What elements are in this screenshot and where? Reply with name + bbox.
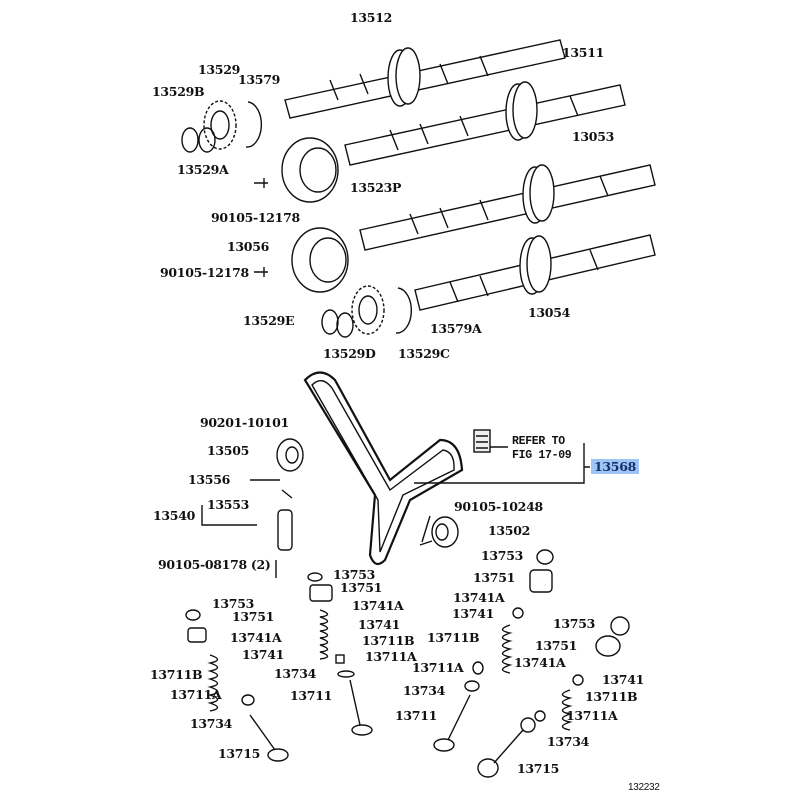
part-label[interactable]: 13711B (150, 667, 203, 682)
part-label[interactable]: 13502 (488, 523, 530, 538)
part-label[interactable]: 13751 (535, 638, 577, 653)
pulley-13523P (281, 137, 339, 203)
part-label-selected[interactable]: 13568 (591, 459, 639, 474)
part-label[interactable]: 13711B (585, 689, 638, 704)
pulley-13056 (291, 227, 349, 293)
part-label[interactable]: 13529D (323, 346, 376, 361)
part-label[interactable]: 13711A (566, 708, 618, 723)
part-label[interactable]: 13741A (230, 630, 282, 645)
valve-assembly-left (185, 609, 289, 762)
part-label[interactable]: 13734 (190, 716, 232, 731)
camshaft-13511 (344, 81, 626, 166)
leader-13568 (414, 443, 590, 484)
valve-assembly-right-lower (477, 616, 630, 778)
part-label[interactable]: 13711B (362, 633, 415, 648)
camshaft-13054 (414, 234, 656, 311)
idler-13502 (419, 515, 459, 548)
bolts (254, 178, 268, 277)
part-label[interactable]: 13529C (398, 346, 450, 361)
part-label[interactable]: 13734 (547, 734, 589, 749)
camshaft-13053 (359, 164, 656, 251)
part-label[interactable]: 13753 (553, 616, 595, 631)
part-label[interactable]: 13741A (352, 598, 404, 613)
camshaft-13512 (284, 39, 566, 119)
part-label[interactable]: 90105-08178 (2) (158, 557, 271, 572)
part-label[interactable]: 13711A (412, 660, 464, 675)
part-label[interactable]: 13529A (177, 162, 229, 177)
part-label[interactable]: 13529B (152, 84, 205, 99)
part-label[interactable]: 13505 (207, 443, 249, 458)
part-label[interactable]: 13751 (232, 609, 274, 624)
sprocket-13529 (181, 100, 263, 153)
part-label[interactable]: 13734 (403, 683, 445, 698)
part-label[interactable]: 13579 (238, 72, 280, 87)
part-label[interactable]: 13053 (572, 129, 614, 144)
part-label[interactable]: 13711 (290, 688, 332, 703)
part-label[interactable]: 13711 (395, 708, 437, 723)
part-label[interactable]: 13579A (430, 321, 482, 336)
part-label[interactable]: 13529 (198, 62, 240, 77)
part-label[interactable]: 13512 (350, 10, 392, 25)
part-label[interactable]: 90201-10101 (200, 415, 289, 430)
part-label[interactable]: 13529E (243, 313, 295, 328)
part-label[interactable]: 13741A (514, 655, 566, 670)
part-label[interactable]: 13741 (358, 617, 400, 632)
part-label[interactable]: 13511 (562, 45, 604, 60)
part-label[interactable]: 13711A (365, 649, 417, 664)
part-label[interactable]: 13753 (481, 548, 523, 563)
part-label[interactable]: 13540 (153, 508, 195, 523)
part-label[interactable]: 13556 (188, 472, 230, 487)
part-label[interactable]: 13734 (274, 666, 316, 681)
sprocket-13529D (321, 285, 413, 338)
tensioner-13505 (201, 438, 304, 578)
part-label[interactable]: 13753 (333, 567, 375, 582)
part-label[interactable]: 90105-12178 (211, 210, 300, 225)
part-label[interactable]: 13751 (340, 580, 382, 595)
part-label[interactable]: 13553 (207, 497, 249, 512)
part-label[interactable]: 13741 (452, 606, 494, 621)
valve-assembly-right-upper (433, 549, 554, 752)
part-label[interactable]: 13741A (453, 590, 505, 605)
part-label[interactable]: 13711A (170, 687, 222, 702)
part-label[interactable]: 13741 (602, 672, 644, 687)
part-label[interactable]: 13753 (212, 596, 254, 611)
figure-number: 132232 (628, 782, 660, 793)
part-label[interactable]: 13715 (517, 761, 559, 776)
timing-belt-13568 (303, 371, 464, 566)
part-label[interactable]: 13054 (528, 305, 570, 320)
refer-icon (473, 429, 508, 453)
part-label[interactable]: 13056 (227, 239, 269, 254)
part-label[interactable]: 13711B (427, 630, 480, 645)
part-label[interactable]: 13751 (473, 570, 515, 585)
refer-fig-text[interactable]: FIG 17-09 (512, 449, 572, 462)
part-label[interactable]: 13523P (350, 180, 402, 195)
part-label[interactable]: 90105-10248 (454, 499, 543, 514)
valve-assembly-center (307, 572, 373, 736)
part-label[interactable]: 90105-12178 (160, 265, 249, 280)
part-label[interactable]: 13715 (218, 746, 260, 761)
refer-to-text: REFER TO (512, 435, 565, 448)
part-label[interactable]: 13741 (242, 647, 284, 662)
